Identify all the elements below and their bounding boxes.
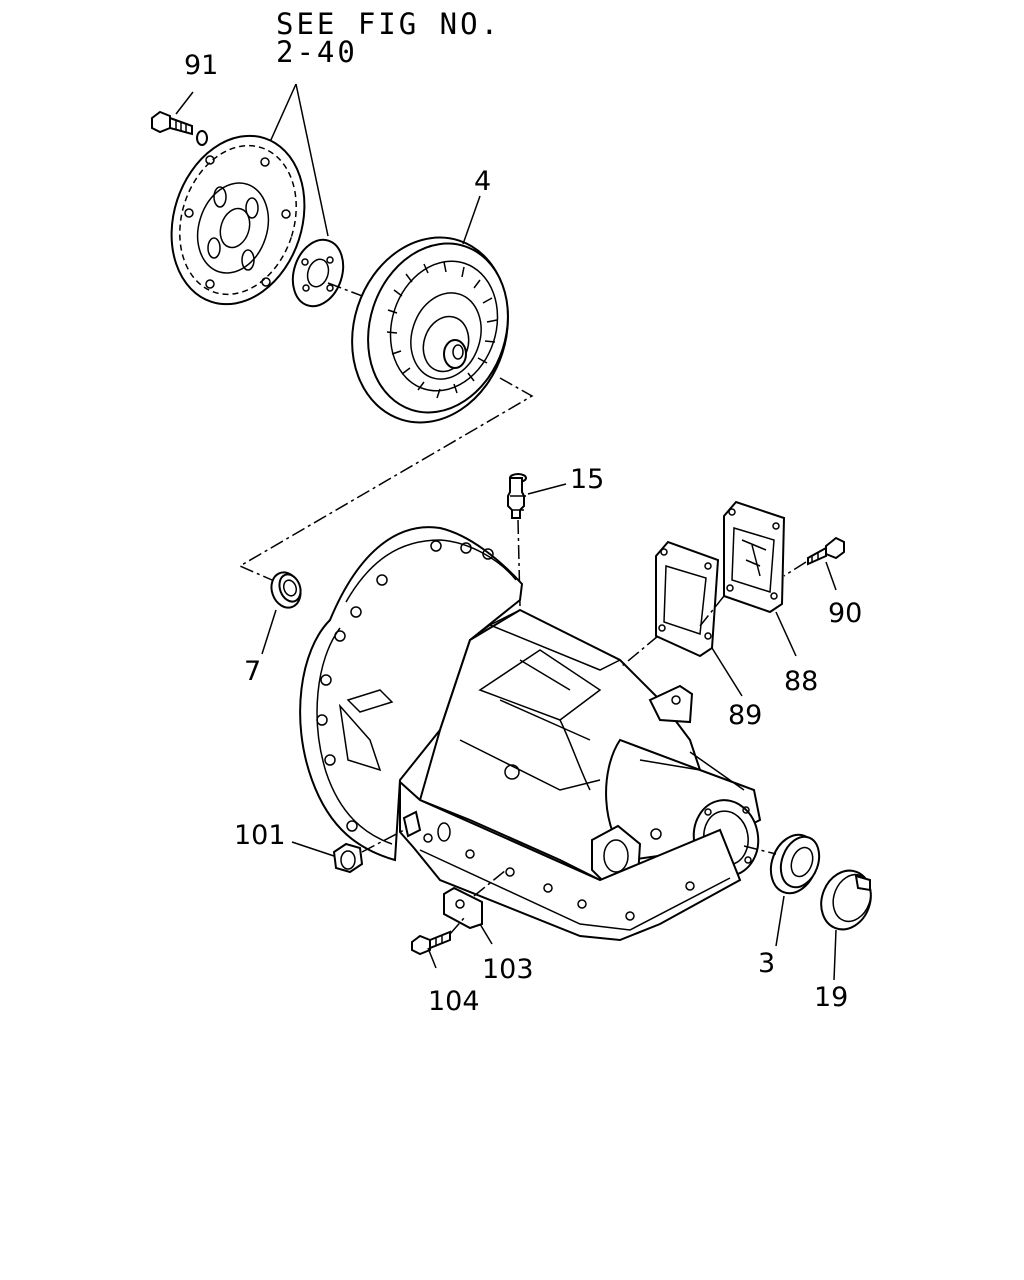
- callout-7[interactable]: 7: [244, 656, 261, 687]
- axis-bolt-104: [449, 917, 465, 935]
- leader-3: [775, 895, 785, 947]
- leader-104: [427, 947, 437, 969]
- callout-88[interactable]: 88: [784, 666, 818, 697]
- callout-19[interactable]: 19: [814, 982, 848, 1013]
- oil-seal-7[interactable]: [267, 568, 306, 611]
- leader-101: [291, 841, 335, 857]
- callout-90[interactable]: 90: [828, 598, 862, 629]
- ref-leader-flexplate: [269, 83, 297, 143]
- leader-89: [711, 647, 743, 697]
- callout-104[interactable]: 104: [428, 986, 480, 1017]
- torque-converter-4[interactable]: [329, 217, 532, 443]
- axis-cover-to-gasket: [699, 595, 725, 627]
- plug-nut-101[interactable]: [332, 842, 364, 874]
- rear-seal-3[interactable]: [763, 828, 826, 899]
- breather-15[interactable]: [507, 473, 527, 519]
- leader-4: [462, 195, 481, 245]
- leader-7: [261, 609, 277, 655]
- axis-gasket-to-case: [621, 635, 659, 667]
- ref-leader-spacer: [295, 83, 329, 237]
- spacer-plate[interactable]: [285, 233, 352, 313]
- callout-103[interactable]: 103: [482, 954, 534, 985]
- axis-converter-to-case: [238, 377, 534, 581]
- leader-88: [775, 611, 797, 657]
- see-figure-note-line1: SEE FIG NO.: [276, 7, 501, 41]
- transmission-case[interactable]: [299, 526, 764, 942]
- callout-4[interactable]: 4: [474, 166, 491, 197]
- leader-19: [833, 929, 837, 981]
- leader-103: [479, 923, 493, 945]
- bolt-90[interactable]: [807, 536, 845, 566]
- cover-plate-88[interactable]: [723, 500, 786, 614]
- callout-91[interactable]: 91: [184, 50, 218, 81]
- leader-91: [175, 91, 194, 115]
- callout-101[interactable]: 101: [234, 820, 286, 851]
- leader-15: [527, 483, 567, 495]
- dust-seal-19[interactable]: [813, 864, 879, 937]
- axis-breather: [517, 519, 521, 607]
- axis-bracket-103: [473, 869, 507, 897]
- callout-89[interactable]: 89: [728, 700, 762, 731]
- callout-3[interactable]: 3: [758, 948, 775, 979]
- callout-15[interactable]: 15: [570, 464, 604, 495]
- gasket-89[interactable]: [655, 540, 720, 658]
- leader-90: [825, 561, 837, 591]
- axis-nut-101: [361, 829, 405, 853]
- flex-plate[interactable]: [151, 118, 326, 321]
- axis-seal-3: [743, 845, 777, 855]
- axis-bolt-90: [783, 561, 807, 577]
- bracket-103[interactable]: [443, 886, 483, 930]
- see-figure-note-line2: 2-40: [276, 35, 358, 69]
- bolt-91[interactable]: [151, 110, 208, 146]
- bolt-104[interactable]: [411, 930, 451, 956]
